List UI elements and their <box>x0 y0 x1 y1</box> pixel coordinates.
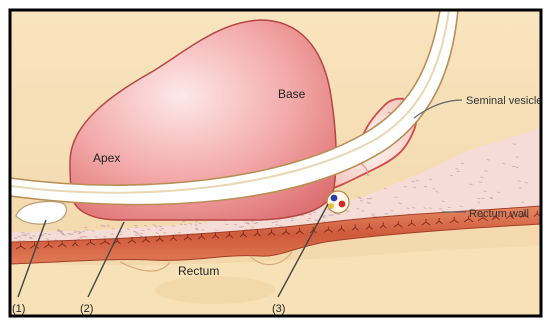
vein-dot <box>328 203 334 209</box>
neurovascular-bundle <box>327 191 349 213</box>
label-marker-3: (3) <box>272 303 285 315</box>
label-marker-1: (1) <box>12 303 25 315</box>
nerve-dot <box>331 195 338 202</box>
rectum-shadow <box>155 276 275 304</box>
label-marker-2: (2) <box>80 303 93 315</box>
label-rectum: Rectum <box>178 264 219 278</box>
label-seminal-vesicle: Seminal vesicle <box>466 95 542 107</box>
label-apex: Apex <box>93 151 120 165</box>
label-rectum-wall: Rectum wall <box>469 208 529 220</box>
artery-dot <box>339 201 346 208</box>
label-base: Base <box>278 87 306 101</box>
